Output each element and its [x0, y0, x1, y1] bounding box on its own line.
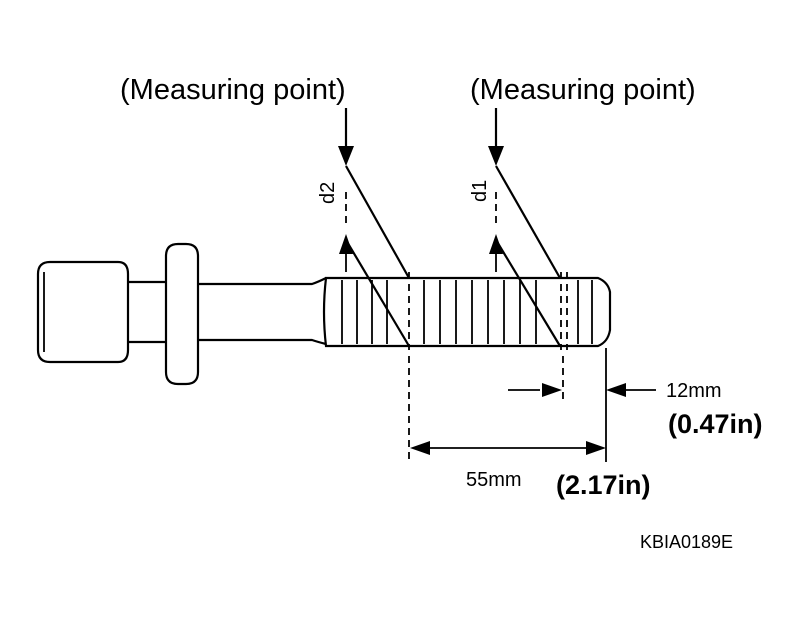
bolt-flange: [164, 242, 200, 386]
dim-047in-label: (0.47in): [668, 409, 763, 439]
figure-code: KBIA0189E: [640, 532, 733, 552]
d1-label: d1: [469, 180, 491, 202]
measuring-point-right-label: (Measuring point): [470, 74, 696, 106]
d2-dim-arrow: [339, 234, 353, 254]
dim-12mm-label: 12mm: [666, 380, 722, 402]
d1-pointer-arrow: [488, 146, 504, 166]
d2-line-upper: [345, 165, 410, 279]
bolt-head: [36, 260, 130, 364]
d2-label: d2: [317, 182, 339, 204]
d1-line-lower: [495, 239, 561, 347]
measuring-point-d1: [488, 108, 568, 350]
dim-55mm-label: 55mm: [466, 469, 522, 491]
d2-line-lower: [345, 239, 410, 347]
d1-dim-arrow: [489, 234, 503, 254]
bolt-neck: [127, 280, 165, 344]
bolt: [36, 242, 612, 386]
bolt-shank: [198, 277, 327, 346]
dim-217in-label: (2.17in): [556, 470, 651, 500]
d2-pointer-arrow: [338, 146, 354, 166]
dimension-12mm: [508, 383, 656, 397]
thread-lines: [341, 280, 593, 344]
measuring-point-left-label: (Measuring point): [120, 74, 346, 106]
measuring-point-d2: [338, 108, 410, 350]
d1-line-upper: [495, 165, 561, 279]
bolt-thread-outline: [322, 276, 612, 348]
dimension-55mm: [410, 441, 606, 455]
